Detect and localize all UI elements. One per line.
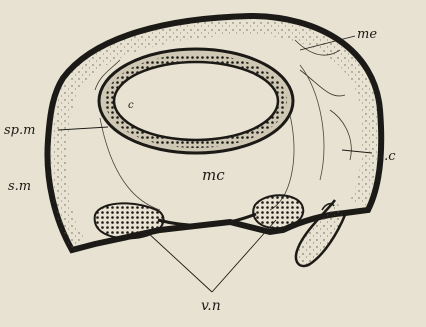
label-vn: v.n <box>201 298 221 314</box>
label-lc: l.c <box>380 149 396 164</box>
label-spm: sp.m <box>4 123 35 138</box>
leader-vn-left <box>147 232 212 292</box>
label-mc: mc <box>202 166 225 184</box>
ventral-lobe-left <box>95 203 164 238</box>
label-sm: s.m <box>8 179 31 194</box>
leader-vn-right <box>212 220 276 292</box>
ventral-lobe-right <box>253 195 303 228</box>
medullary-canal <box>114 62 278 140</box>
label-c: c <box>128 100 134 111</box>
label-me: me <box>357 27 377 42</box>
